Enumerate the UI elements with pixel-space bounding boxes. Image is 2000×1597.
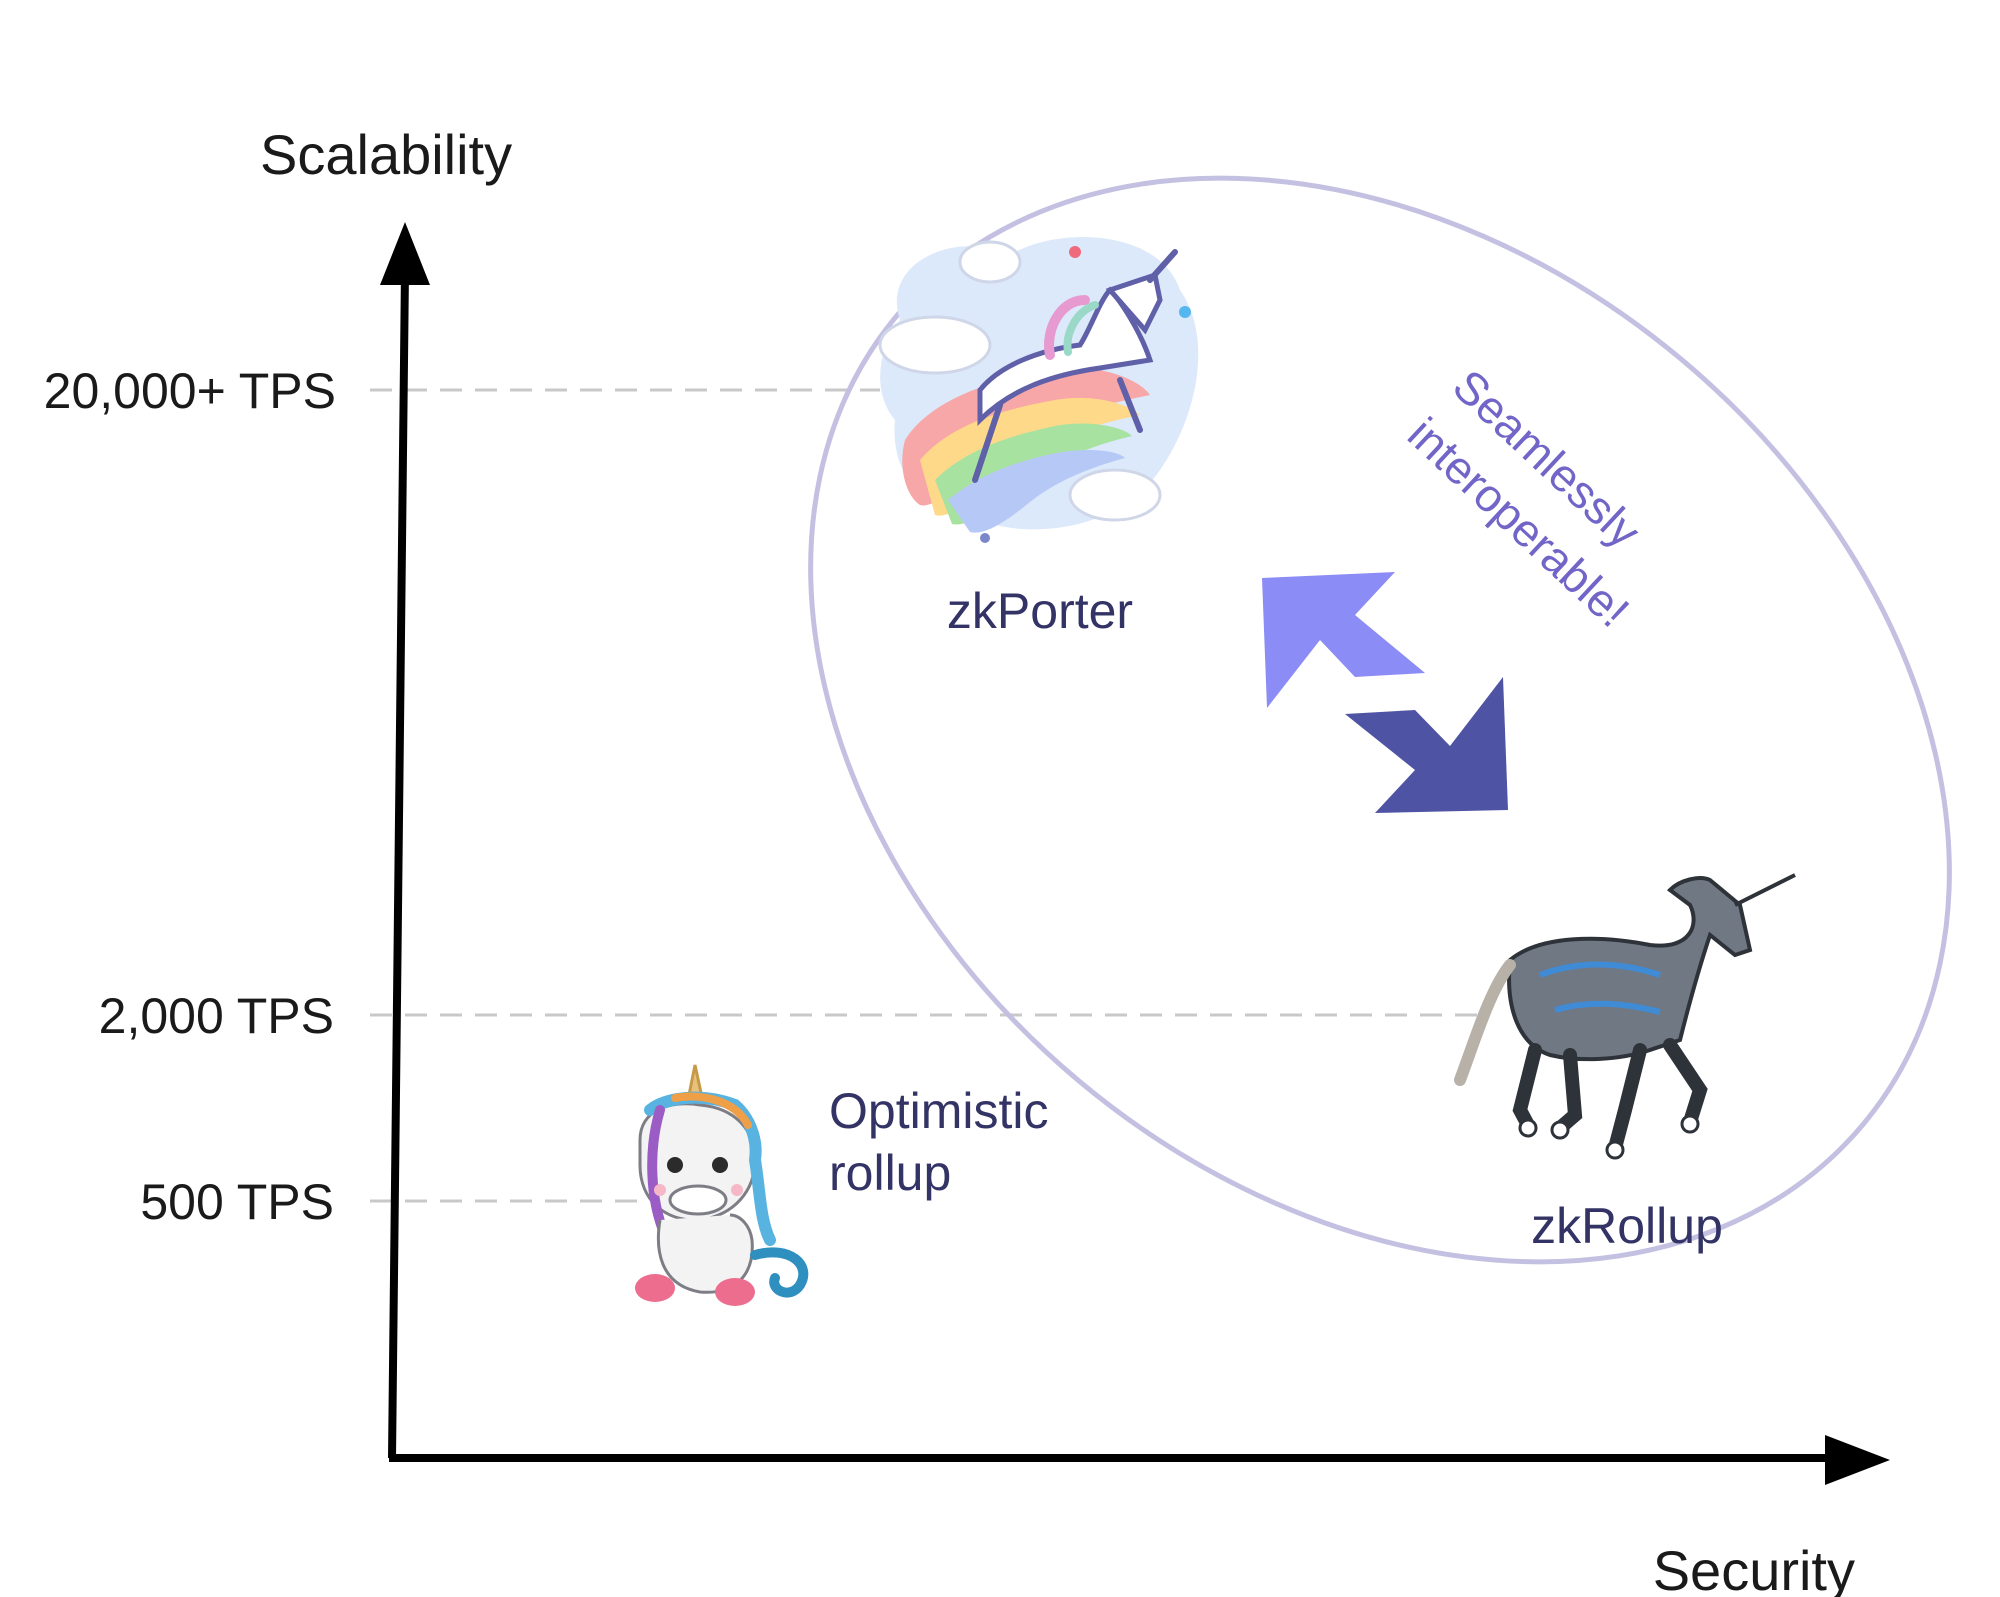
arrow-to-zkporter-icon [1262,572,1425,708]
arrow-to-zkrollup-icon [1345,677,1508,813]
tick-label-500: 500 TPS [140,1174,334,1230]
interoperable-group-ellipse [808,175,1952,1265]
robot-unicorn-icon [1454,873,1796,1160]
zkrollup-label: zkRollup [1531,1198,1723,1254]
rainbow-unicorn-icon [878,237,1199,543]
optimistic-rollup-label-line2: rollup [829,1145,951,1201]
y-axis-label: Scalability [260,123,512,186]
baby-unicorn-icon [635,1064,809,1306]
y-axis [388,269,409,1459]
zkporter-label: zkPorter [947,583,1133,639]
tick-label-2000: 2,000 TPS [99,988,334,1044]
x-axis-arrowhead [1825,1435,1890,1485]
tick-label-20000: 20,000+ TPS [44,363,336,419]
optimistic-rollup-label-line1: Optimistic [829,1083,1048,1139]
x-axis-label: Security [1653,1539,1855,1597]
y-axis-arrowhead [380,222,430,285]
